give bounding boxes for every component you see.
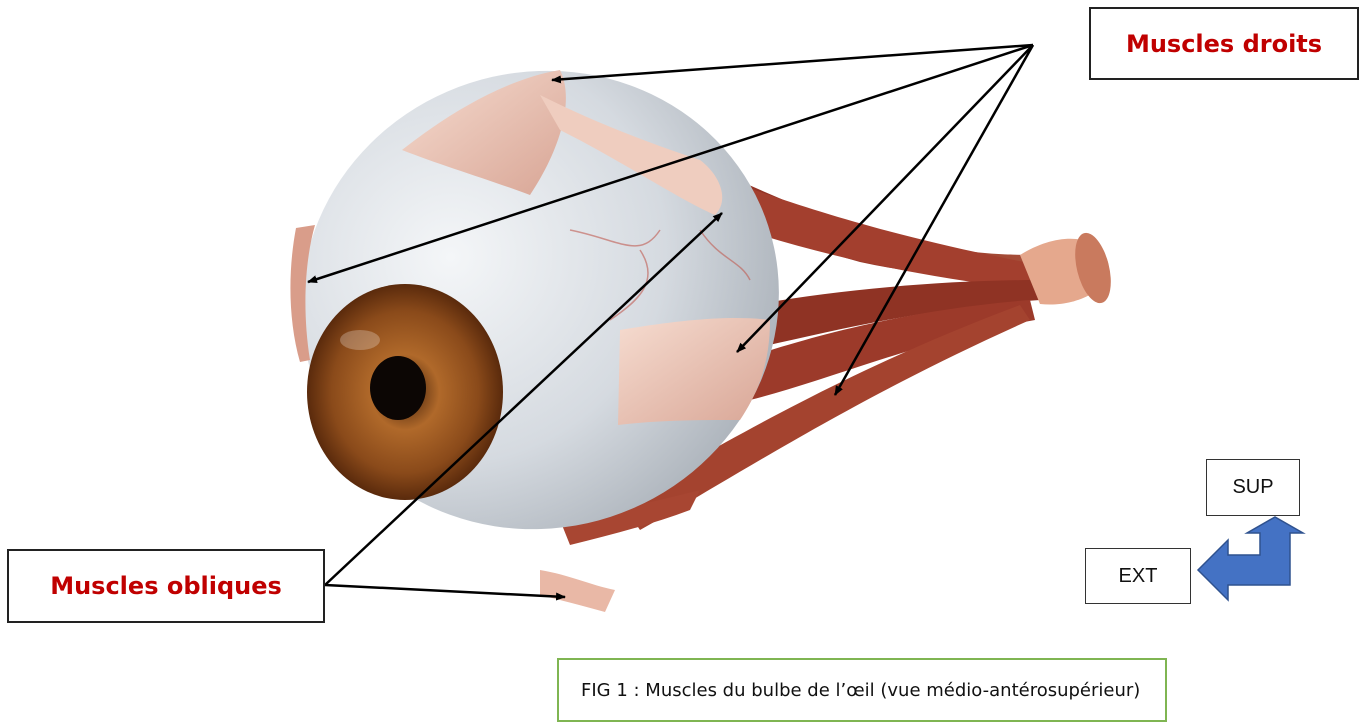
rectus-muscles-label: Muscles droits: [1089, 7, 1359, 80]
superior-orientation-label: SUP: [1206, 459, 1300, 516]
oblique-muscles-label: Muscles obliques: [7, 549, 325, 623]
external-orientation-label: EXT: [1085, 548, 1191, 604]
inferior-oblique-insertion: [540, 570, 615, 612]
orientation-arrow: [1198, 517, 1303, 600]
oblique-muscles-text: Muscles obliques: [50, 572, 282, 600]
pupil: [370, 356, 426, 420]
figure-caption: FIG 1 : Muscles du bulbe de l’œil (vue m…: [557, 658, 1167, 722]
medial-rectus-insertion: [618, 318, 770, 425]
rectus-arrow-1: [552, 45, 1033, 80]
rectus-muscles-text: Muscles droits: [1126, 30, 1322, 58]
oblique-arrow-2: [325, 585, 565, 597]
